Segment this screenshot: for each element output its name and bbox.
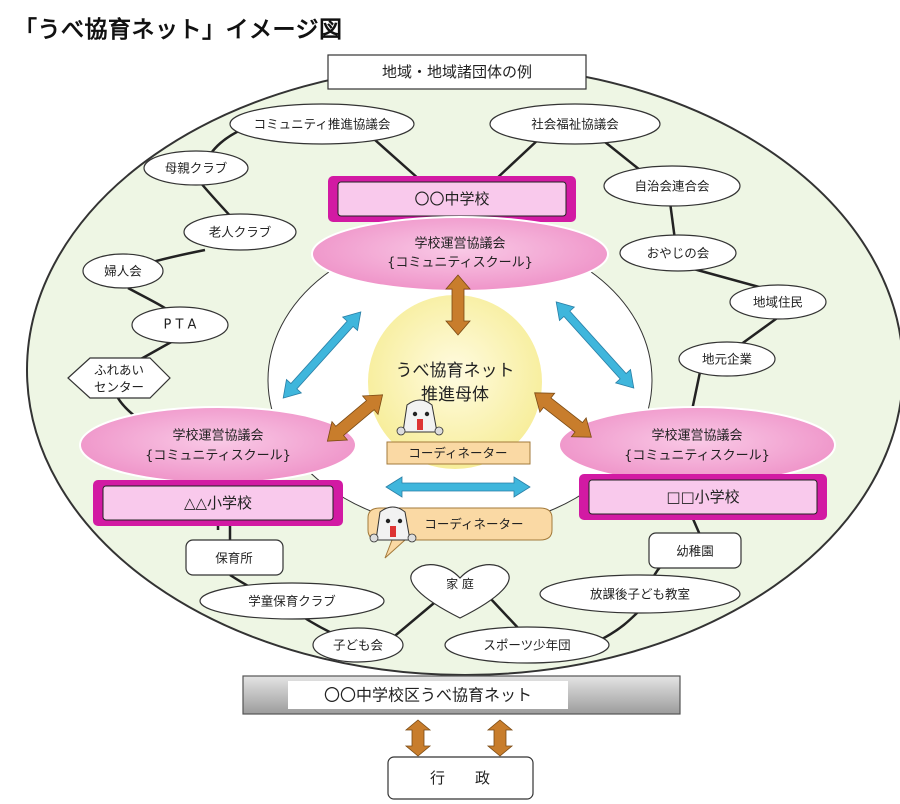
- org-local-business: 地元企業: [678, 341, 776, 377]
- org-residents-assoc: 自治会連合会: [603, 165, 741, 207]
- svg-text:〇〇中学校: 〇〇中学校: [414, 190, 489, 208]
- svg-text:{コミュニティスクール}: {コミュニティスクール}: [624, 449, 770, 464]
- arrow-left-top-link: [282, 311, 362, 399]
- org-after-school-class: 放課後子ども教室: [539, 574, 741, 614]
- svg-text:P T A: P T A: [164, 318, 197, 333]
- org-childrens-assoc: 子ども会: [312, 627, 404, 663]
- arrow-right-top-link: [555, 301, 635, 389]
- government-box: 行 政: [387, 756, 534, 800]
- svg-text:学校運営協議会: 学校運営協議会: [414, 236, 505, 252]
- page-title: 「うべ協育ネット」イメージ図: [14, 17, 343, 43]
- arrow-center-left: [326, 394, 384, 442]
- svg-text:ふれあい: ふれあい: [94, 363, 144, 378]
- svg-text:コーディネーター: コーディネーター: [408, 446, 507, 461]
- svg-text:推進母体: 推進母体: [421, 385, 489, 405]
- coordinator-figure-bottom: [369, 506, 417, 543]
- svg-text:{コミュニティスクール}: {コミュニティスクール}: [145, 449, 291, 464]
- arrow-center-right: [534, 392, 592, 438]
- svg-text:{コミュニティスクール}: {コミュニティスクール}: [387, 256, 533, 271]
- org-community-council: コミュニティ推進協議会: [229, 103, 415, 145]
- svg-text:幼稚園: 幼稚園: [676, 544, 714, 559]
- arrow-center-top: [445, 274, 471, 336]
- svg-text:行 政: 行 政: [430, 769, 490, 787]
- council-right: 学校運営協議会 {コミュニティスクール}: [558, 406, 836, 484]
- org-nursery: 保育所: [185, 539, 284, 576]
- svg-text:婦人会: 婦人会: [104, 264, 142, 279]
- coordinator-figure-center: [396, 399, 444, 436]
- org-fureai-center: ふれあい センター: [67, 357, 171, 399]
- council-left: 学校運営協議会 {コミュニティスクール}: [79, 406, 357, 484]
- network-bar: 〇〇中学校区うべ協育ネット: [242, 675, 681, 715]
- svg-text:スポーツ少年団: スポーツ少年団: [483, 638, 570, 653]
- org-womens-assoc: 婦人会: [82, 253, 164, 289]
- svg-text:学校運営協議会: 学校運営協議会: [651, 428, 742, 444]
- svg-text:社会福祉協議会: 社会福祉協議会: [531, 117, 619, 132]
- svg-text:□□小学校: □□小学校: [666, 488, 739, 506]
- org-after-school-care: 学童保育クラブ: [199, 582, 385, 620]
- svg-text:学童保育クラブ: 学童保育クラブ: [248, 594, 336, 609]
- svg-text:コーディネーター: コーディネーター: [424, 517, 523, 532]
- org-local-residents: 地域住民: [729, 284, 827, 320]
- school-elementary-right: □□小学校: [579, 474, 827, 520]
- svg-text:〇〇中学校区うべ協育ネット: 〇〇中学校区うべ協育ネット: [324, 686, 532, 705]
- org-pta: P T A: [131, 306, 229, 344]
- region-label-box: [327, 54, 587, 90]
- coordinator-bubble: コーディネーター: [367, 507, 553, 559]
- school-elementary-left: △△小学校: [93, 480, 343, 526]
- svg-text:センター: センター: [94, 380, 144, 395]
- svg-text:地元企業: 地元企業: [702, 352, 753, 367]
- coordinator-label-center: コーディネーター: [386, 441, 531, 465]
- org-sports-youth: スポーツ少年団: [444, 626, 610, 664]
- arrow-bottom-link: [385, 476, 531, 498]
- svg-text:地域住民: 地域住民: [753, 295, 803, 310]
- region-label: 地域・地域諸団体の例: [382, 63, 532, 81]
- cyan-arrows: [282, 301, 635, 498]
- svg-text:うべ協育ネット: うべ協育ネット: [396, 361, 515, 381]
- org-family: 家 庭: [410, 564, 510, 619]
- svg-text:学校運営協議会: 学校運営協議会: [172, 428, 263, 444]
- svg-text:おやじの会: おやじの会: [647, 246, 710, 261]
- org-kindergarten: 幼稚園: [648, 532, 742, 569]
- school-junior-high: 〇〇中学校: [328, 176, 576, 222]
- svg-text:△△小学校: △△小学校: [184, 494, 252, 512]
- org-elders-club: 老人クラブ: [183, 213, 297, 251]
- org-mothers-club: 母親クラブ: [143, 150, 249, 186]
- org-fathers-club: おやじの会: [619, 234, 737, 272]
- svg-text:子ども会: 子ども会: [333, 638, 384, 653]
- svg-text:老人クラブ: 老人クラブ: [209, 225, 272, 240]
- government-arrows: [404, 719, 514, 757]
- svg-text:放課後子ども教室: 放課後子ども教室: [590, 587, 690, 602]
- svg-text:保育所: 保育所: [215, 551, 253, 566]
- svg-text:家 庭: 家 庭: [446, 576, 474, 591]
- svg-text:自治会連合会: 自治会連合会: [634, 179, 710, 194]
- svg-text:母親クラブ: 母親クラブ: [165, 161, 228, 176]
- svg-text:コミュニティ推進協議会: コミュニティ推進協議会: [254, 117, 391, 132]
- brown-arrows: [326, 274, 592, 442]
- org-social-welfare: 社会福祉協議会: [489, 103, 661, 145]
